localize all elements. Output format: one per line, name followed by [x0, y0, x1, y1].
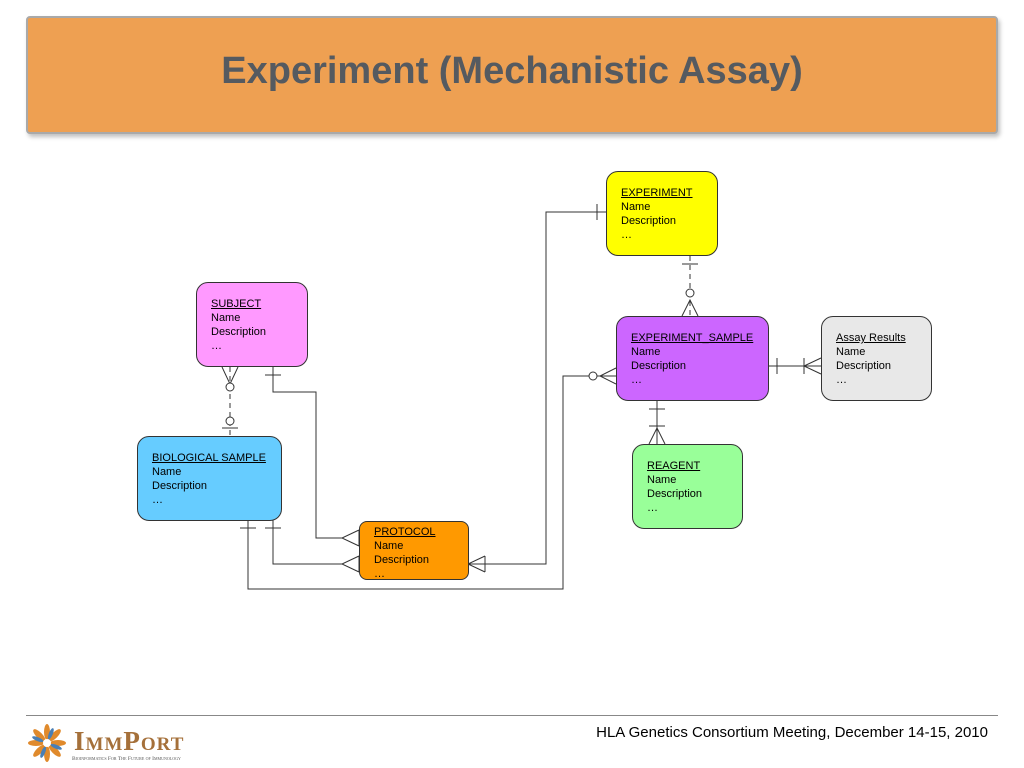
entity-attr: Name: [621, 201, 651, 213]
entity-reagent[interactable]: REAGENT Name Description …: [632, 444, 743, 529]
entity-attr: …: [631, 374, 642, 386]
entity-name: EXPERIMENT: [621, 187, 693, 199]
entity-name: REAGENT: [647, 460, 701, 472]
immport-logo: ImmPort Bioinformatics For The Future of…: [26, 722, 216, 764]
entity-attr: Description: [836, 360, 892, 372]
entity-experiment-sample[interactable]: EXPERIMENT_SAMPLE Name Description …: [616, 316, 769, 401]
entity-biological-sample[interactable]: BIOLOGICAL SAMPLE Name Description …: [137, 436, 282, 521]
entity-experiment[interactable]: EXPERIMENT Name Description …: [606, 171, 718, 256]
entity-name: Assay Results: [836, 332, 906, 344]
entity-attr: …: [621, 229, 632, 241]
entity-attr: Description: [647, 488, 703, 500]
entity-attr: Name: [631, 346, 661, 358]
entity-attr: Name: [836, 346, 866, 358]
entity-name: BIOLOGICAL SAMPLE: [152, 452, 266, 464]
entity-attr: Description: [211, 326, 267, 338]
entity-attr: Description: [152, 480, 208, 492]
logo-tagline: Bioinformatics For The Future of Immunol…: [72, 756, 181, 762]
edge-biosample-protocol: [272, 520, 342, 565]
entity-attr: …: [374, 568, 385, 580]
entity-attr: Name: [211, 312, 241, 324]
entity-attr: …: [211, 340, 222, 352]
sunburst-icon: [28, 724, 66, 762]
entity-subject[interactable]: SUBJECT Name Description …: [196, 282, 308, 367]
entity-attr: Description: [621, 215, 677, 227]
entity-name: SUBJECT: [211, 298, 262, 310]
entity-attr: …: [152, 494, 163, 506]
slide-title: Experiment (Mechanistic Assay): [221, 49, 803, 92]
entity-assay-results[interactable]: Assay Results Name Description …: [821, 316, 932, 401]
logo-wordmark: ImmPort: [74, 726, 185, 756]
entity-attr: Name: [152, 466, 182, 478]
footer-divider: [26, 715, 998, 716]
entity-name: EXPERIMENT_SAMPLE: [631, 332, 754, 344]
entity-protocol[interactable]: PROTOCOL Name Description …: [359, 521, 469, 580]
entity-attr: Description: [374, 554, 430, 566]
entity-attr: …: [647, 502, 658, 514]
edge-subject-protocol: [272, 367, 342, 539]
title-bar: Experiment (Mechanistic Assay): [26, 16, 998, 134]
entity-attr: Name: [374, 540, 404, 552]
entity-attr: …: [836, 374, 847, 386]
edge-experiment-protocol: [468, 211, 606, 565]
entity-name: PROTOCOL: [374, 526, 436, 538]
entity-attr: Description: [631, 360, 687, 372]
footer-meeting-text: HLA Genetics Consortium Meeting, Decembe…: [596, 724, 988, 741]
entity-attr: Name: [647, 474, 677, 486]
edge-biosample-expsample: [247, 375, 616, 590]
